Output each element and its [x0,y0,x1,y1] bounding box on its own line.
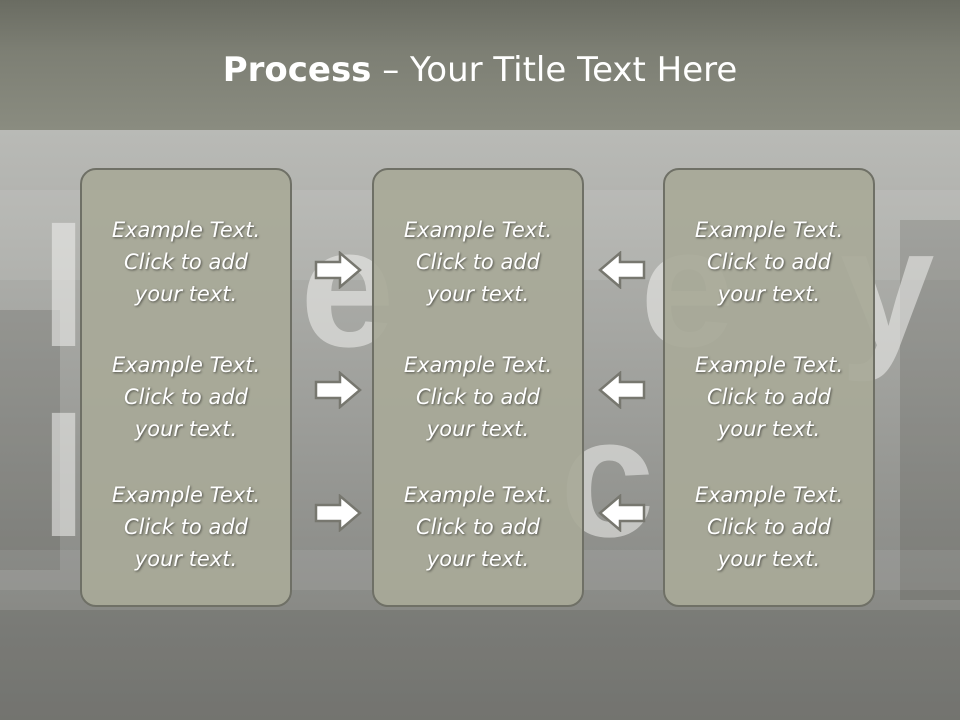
text-line: Example Text. [403,353,553,377]
text-line: Example Text. [694,353,844,377]
text-line: Example Text. [111,218,261,242]
placeholder-text[interactable]: Example Text. Click to add your text. [665,214,873,310]
title-rest: – Your Title Text Here [371,50,738,90]
text-line: your text. [134,547,238,571]
placeholder-text[interactable]: Example Text. Click to add your text. [665,349,873,445]
right-arrow-icon [314,251,362,289]
text-line: your text. [426,417,530,441]
right-arrow-icon [314,494,362,532]
title-bold: Process [222,50,372,90]
text-line: Example Text. [694,218,844,242]
text-line: your text. [717,547,821,571]
text-line: Example Text. [403,218,553,242]
placeholder-text[interactable]: Example Text. Click to add your text. [82,214,290,310]
text-line: Example Text. [111,353,261,377]
text-line: Click to add [123,250,248,274]
placeholder-text[interactable]: Example Text. Click to add your text. [665,479,873,575]
text-line: Click to add [706,385,831,409]
right-arrow-icon [314,371,362,409]
text-line: your text. [717,282,821,306]
text-line: your text. [134,282,238,306]
text-line: your text. [426,547,530,571]
text-line: Example Text. [694,483,844,507]
placeholder-text[interactable]: Example Text. Click to add your text. [374,214,582,310]
placeholder-text[interactable]: Example Text. Click to add your text. [82,479,290,575]
process-column-2[interactable]: Example Text. Click to add your text. Ex… [372,168,584,607]
placeholder-text[interactable]: Example Text. Click to add your text. [82,349,290,445]
text-line: your text. [717,417,821,441]
process-column-3[interactable]: Example Text. Click to add your text. Ex… [663,168,875,607]
text-line: Click to add [415,515,540,539]
left-arrow-icon [598,494,646,532]
placeholder-text[interactable]: Example Text. Click to add your text. [374,479,582,575]
text-line: your text. [134,417,238,441]
title-band [0,0,960,130]
text-line: Click to add [706,515,831,539]
text-line: your text. [426,282,530,306]
placeholder-text[interactable]: Example Text. Click to add your text. [374,349,582,445]
text-line: Click to add [123,515,248,539]
text-line: Click to add [415,385,540,409]
process-column-1[interactable]: Example Text. Click to add your text. Ex… [80,168,292,607]
text-line: Click to add [706,250,831,274]
left-arrow-icon [598,371,646,409]
slide-title[interactable]: Process – Your Title Text Here [0,50,960,90]
text-line: Example Text. [403,483,553,507]
text-line: Click to add [123,385,248,409]
left-arrow-icon [598,251,646,289]
text-line: Click to add [415,250,540,274]
text-line: Example Text. [111,483,261,507]
